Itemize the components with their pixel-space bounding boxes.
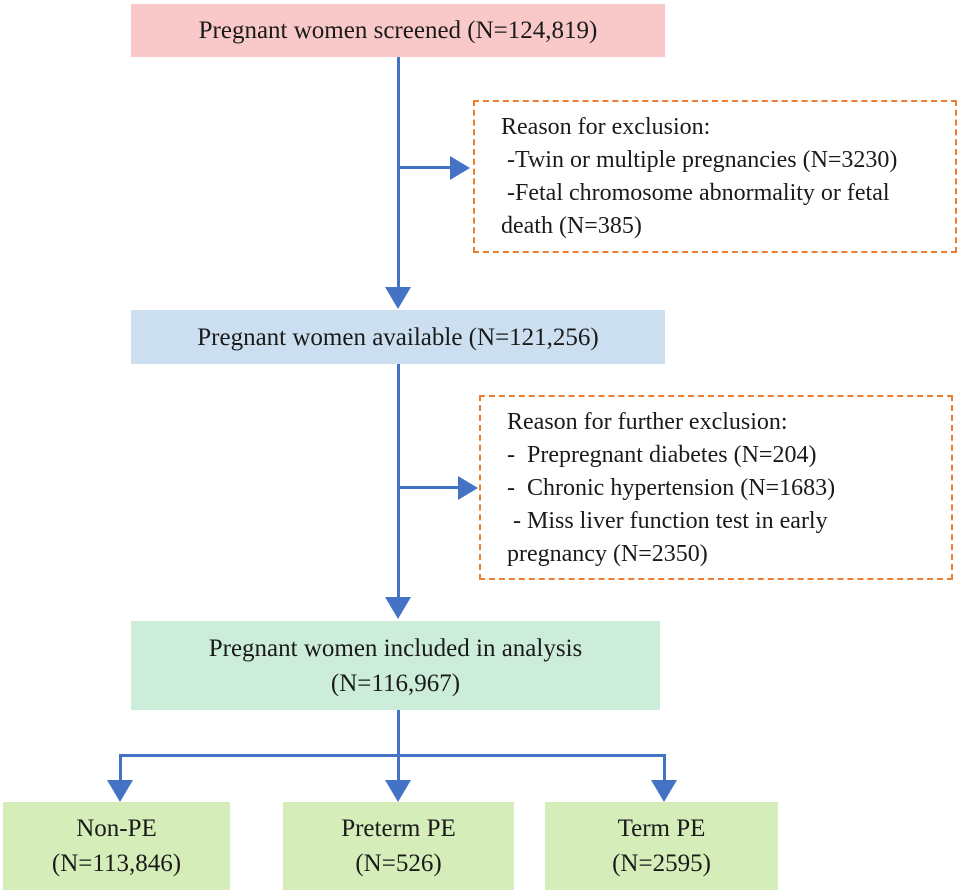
- preterm-pe-label: Preterm PE: [341, 815, 456, 842]
- available-label: Pregnant women available (N=121,256): [197, 323, 599, 351]
- exclusion-2-item-continued: pregnancy (N=2350): [507, 541, 708, 567]
- connector-to-non-pe: [119, 754, 122, 782]
- available-box: Pregnant women available (N=121,256): [131, 310, 665, 364]
- outcome-box-non-pe: Non-PE (N=113,846): [3, 802, 230, 890]
- connector-screened-to-available: [397, 57, 400, 289]
- exclusion-1-item: -Fetal chromosome abnormality or fetal: [501, 180, 890, 206]
- included-label-line2: (N=116,967): [330, 669, 461, 697]
- term-pe-label: Term PE: [617, 815, 706, 842]
- term-pe-count: (N=2595): [612, 850, 711, 877]
- non-pe-label: Non-PE: [76, 815, 157, 842]
- split-bar: [119, 754, 666, 757]
- connector-to-exclusion-1: [397, 166, 450, 169]
- connector-to-preterm-pe: [397, 754, 400, 782]
- exclusion-1-item: -Twin or multiple pregnancies (N=3230): [501, 147, 898, 173]
- exclusion-2-item: - Prepregnant diabetes (N=204): [507, 442, 817, 468]
- connector-available-to-included: [397, 364, 400, 598]
- connector-to-term-pe: [663, 754, 666, 782]
- arrow-down-into-included-icon: [385, 597, 411, 619]
- exclusion-1-item-continued: death (N=385): [501, 213, 642, 239]
- arrow-down-into-available-icon: [385, 287, 411, 309]
- exclusion-2-item: - Miss liver function test in early: [507, 508, 828, 534]
- arrow-down-into-non-pe-icon: [107, 780, 133, 802]
- included-box: Pregnant women included in analysis (N=1…: [131, 621, 660, 710]
- exclusion-box-1: Reason for exclusion: -Twin or multiple …: [473, 100, 957, 253]
- exclusion-2-item: - Chronic hypertension (N=1683): [507, 475, 836, 501]
- arrow-down-into-term-pe-icon: [651, 780, 677, 802]
- outcome-box-preterm-pe: Preterm PE (N=526): [283, 802, 514, 890]
- screened-label: Pregnant women screened (N=124,819): [198, 17, 598, 44]
- exclusion-1-heading: Reason for exclusion:: [501, 114, 711, 140]
- arrow-right-into-exclusion-1-icon: [450, 156, 470, 180]
- non-pe-count: (N=113,846): [51, 850, 182, 877]
- arrow-right-into-exclusion-2-icon: [458, 476, 478, 500]
- screened-box: Pregnant women screened (N=124,819): [131, 4, 665, 57]
- exclusion-box-2: Reason for further exclusion: - Prepregn…: [479, 395, 953, 580]
- included-label-line1: Pregnant women included in analysis: [208, 634, 583, 662]
- arrow-down-into-preterm-pe-icon: [385, 780, 411, 802]
- preterm-pe-count: (N=526): [355, 850, 442, 877]
- connector-included-to-split: [397, 710, 400, 757]
- exclusion-2-heading: Reason for further exclusion:: [507, 409, 788, 435]
- connector-to-exclusion-2: [397, 486, 458, 489]
- outcome-box-term-pe: Term PE (N=2595): [545, 802, 778, 890]
